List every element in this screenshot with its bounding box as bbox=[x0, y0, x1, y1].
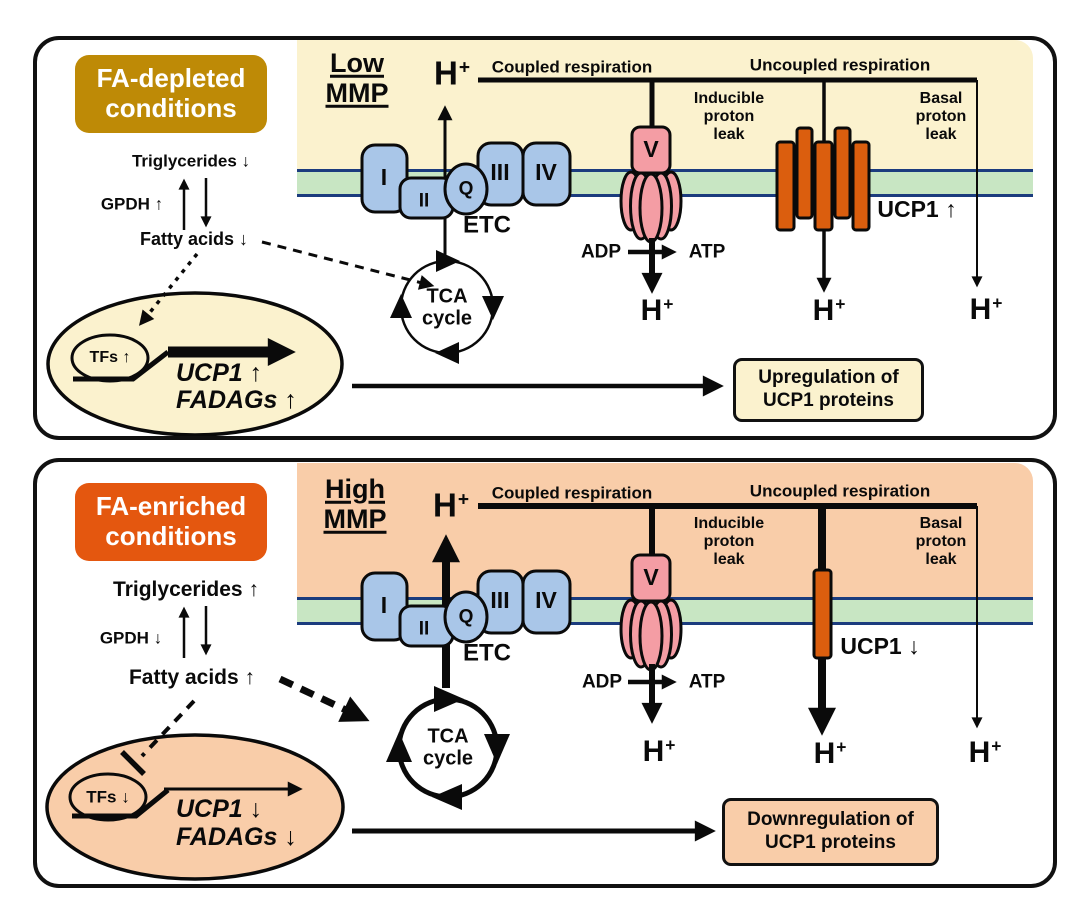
complex-iii-label: III bbox=[490, 159, 510, 186]
bottom-etc-label: ETC bbox=[463, 639, 511, 667]
complex-v-label: V bbox=[643, 136, 659, 163]
bottom-fadags-gene-label: FADAGs ↓ bbox=[176, 823, 297, 851]
complex-iv bbox=[521, 141, 572, 207]
top-condition-box: FA-depleted conditions bbox=[75, 55, 267, 133]
complex-i-label: I bbox=[380, 164, 388, 191]
bottom-hplus-ucp1: H+ bbox=[813, 737, 847, 771]
top-tca-cycle bbox=[390, 250, 504, 364]
top-basal-leak-label: Basal proton leak bbox=[915, 90, 967, 143]
bottom-signal-arrows bbox=[120, 606, 716, 842]
bottom-fatty-acids-label: Fatty acids ↑ bbox=[128, 666, 256, 690]
bottom-ucp1-gene-label: UCP1 ↓ bbox=[176, 795, 263, 823]
complex-iv-label: IV bbox=[535, 159, 557, 186]
complex-iii-label: III bbox=[490, 587, 510, 614]
top-etc-complexes bbox=[360, 141, 572, 220]
bottom-nucleus-ellipse bbox=[45, 733, 345, 881]
bottom-hplus-basal: H+ bbox=[968, 736, 1002, 770]
complex-iv-label: IV bbox=[535, 587, 557, 614]
bottom-tca-label: TCA cycle bbox=[422, 725, 474, 770]
top-hplus-ucp1: H+ bbox=[812, 294, 846, 328]
complex-q-label: Q bbox=[458, 606, 474, 628]
top-signal-arrows bbox=[138, 178, 724, 397]
top-fatty-acids-label: Fatty acids ↓ bbox=[139, 228, 249, 249]
complex-ii-label: II bbox=[418, 618, 430, 640]
bottom-ucp1-protein bbox=[812, 568, 833, 660]
synthase-head bbox=[630, 553, 672, 603]
top-gpdh-label: GPDH ↑ bbox=[100, 194, 164, 214]
bottom-fa-inhibit-tfs-line bbox=[140, 699, 196, 758]
top-fadags-gene-label: FADAGs ↑ bbox=[176, 386, 297, 414]
top-atp-synthase bbox=[619, 125, 683, 294]
bottom-mmp-label: High MMP bbox=[323, 473, 387, 534]
top-hplus-main: H+ bbox=[433, 54, 471, 92]
top-fa-to-tfs-arrow bbox=[138, 252, 199, 326]
top-gene-line bbox=[73, 350, 170, 382]
top-triglycerides-label: Triglycerides ↓ bbox=[131, 151, 251, 171]
complex-q bbox=[443, 162, 489, 216]
top-ucp1-gene-label: UCP1 ↑ bbox=[176, 359, 263, 387]
top-result-box: Upregulation of UCP1 proteins bbox=[733, 358, 924, 422]
complex-v-label: V bbox=[643, 564, 659, 591]
bottom-inhibit-t-bar bbox=[120, 750, 146, 776]
top-nucleus bbox=[46, 291, 344, 437]
synthase-head bbox=[630, 125, 672, 175]
top-tfs-label: TFs ↑ bbox=[89, 349, 131, 367]
bottom-etc-complexes bbox=[360, 569, 572, 648]
bottom-coupled-respiration-label: Coupled respiration bbox=[491, 483, 653, 503]
bottom-adp-label: ADP bbox=[581, 671, 623, 693]
top-respiration-lines bbox=[437, 77, 983, 293]
complex-i-label: I bbox=[380, 592, 388, 619]
bottom-tfs-ellipse bbox=[68, 772, 148, 822]
bottom-uncoupled-respiration-label: Uncoupled respiration bbox=[749, 481, 931, 501]
bottom-atp-label: ATP bbox=[688, 671, 726, 693]
bottom-hplus-main: H+ bbox=[432, 486, 470, 524]
top-inducible-leak-label: Inducible proton leak bbox=[693, 90, 765, 143]
complex-q-label: Q bbox=[458, 178, 474, 200]
bottom-gpdh-label: GPDH ↓ bbox=[99, 628, 163, 648]
top-adp-label: ADP bbox=[580, 241, 622, 263]
top-atp-label: ATP bbox=[688, 241, 726, 263]
top-ucp1-membrane-label: UCP1 ↑ bbox=[877, 196, 957, 223]
complex-q bbox=[443, 590, 489, 644]
top-tca-label: TCA cycle bbox=[421, 285, 473, 330]
bottom-result-box: Downregulation of UCP1 proteins bbox=[722, 798, 939, 866]
complex-ii-label: II bbox=[418, 190, 430, 212]
top-ucp1-proteins bbox=[775, 126, 871, 232]
bottom-triglycerides-label: Triglycerides ↑ bbox=[113, 578, 259, 602]
top-fa-to-tca-arrow bbox=[261, 240, 435, 290]
bottom-atp-synthase bbox=[619, 553, 683, 724]
top-hplus-basal: H+ bbox=[969, 293, 1003, 327]
top-mmp-label: Low MMP bbox=[325, 47, 389, 108]
bottom-basal-leak-label: Basal proton leak bbox=[915, 515, 967, 568]
bottom-condition-box: FA-enriched conditions bbox=[75, 483, 267, 561]
top-etc-label: ETC bbox=[463, 211, 511, 239]
top-nucleus-ellipse bbox=[46, 291, 344, 437]
bottom-hplus-synthase: H+ bbox=[642, 735, 676, 769]
bottom-nucleus bbox=[45, 733, 345, 881]
bottom-inducible-leak-label: Inducible proton leak bbox=[693, 515, 765, 568]
bottom-gene-line bbox=[72, 788, 170, 819]
top-uncoupled-respiration-label: Uncoupled respiration bbox=[749, 55, 931, 75]
bottom-ucp1-membrane-label: UCP1 ↓ bbox=[840, 633, 920, 660]
top-hplus-synthase: H+ bbox=[640, 294, 674, 328]
top-coupled-respiration-label: Coupled respiration bbox=[491, 57, 653, 77]
complex-iv bbox=[521, 569, 572, 635]
bottom-fa-to-tca-arrow bbox=[278, 675, 370, 722]
bottom-tca-cycle bbox=[386, 686, 510, 810]
bottom-tfs-label: TFs ↓ bbox=[86, 787, 130, 807]
